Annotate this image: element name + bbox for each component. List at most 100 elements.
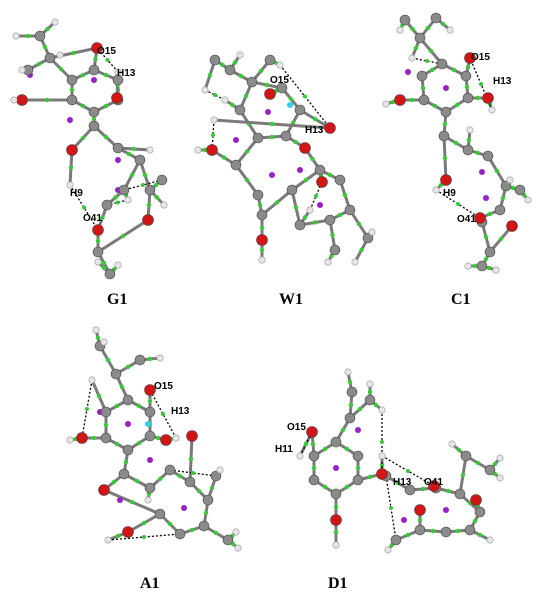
bond-critical-point: [451, 67, 457, 73]
bond-critical-point: [142, 172, 148, 178]
carbon-atom: [460, 70, 472, 82]
carbon-atom: [362, 232, 374, 244]
carbon-atom: [230, 159, 242, 171]
bond-critical-point: [440, 21, 446, 27]
bond-critical-point: [257, 202, 263, 208]
hydrogen-atom: [100, 338, 108, 346]
bond-critical-point: [456, 202, 460, 206]
carbon-atom: [134, 354, 146, 366]
carbon-atom: [294, 219, 306, 231]
bond-critical-point: [259, 247, 265, 253]
bond-critical-point: [367, 389, 373, 395]
bond-critical-point: [114, 441, 120, 447]
bond-critical-point: [303, 177, 309, 183]
bond-critical-point: [472, 518, 478, 524]
bond-critical-point: [429, 67, 435, 73]
carbon-atom: [364, 394, 376, 406]
carbon-atom: [252, 132, 264, 144]
hydrogen-atom: [332, 541, 340, 549]
ring-critical-point: [91, 77, 97, 83]
bond-critical-point: [330, 232, 335, 238]
hydrogen-atom: [12, 32, 20, 40]
atom-label-h11-d1: H11: [275, 444, 293, 455]
carbon-atom: [352, 474, 364, 486]
ring-critical-point: [355, 427, 361, 433]
oxygen-atom: [92, 224, 104, 236]
bond-critical-point: [69, 87, 75, 93]
ring-critical-point: [405, 69, 411, 75]
carbon-atom: [256, 209, 268, 221]
carbon-atom: [184, 476, 196, 488]
bond-critical-point: [167, 521, 173, 527]
molecule-d1: [296, 368, 504, 554]
bond-critical-point: [428, 48, 434, 54]
carbon-atom: [334, 174, 346, 186]
ring-critical-point: [265, 109, 271, 115]
carbon-atom: [346, 386, 358, 398]
bond-critical-point: [91, 116, 97, 122]
hydrogen-atom: [296, 452, 304, 460]
bond-critical-point: [322, 484, 328, 490]
hydrogen-atom: [232, 528, 240, 536]
ring-critical-point: [483, 195, 489, 201]
carbon-atom: [344, 204, 356, 216]
bond-critical-point: [95, 335, 101, 341]
bond-critical-point: [101, 265, 107, 271]
bond-critical-point: [196, 488, 202, 494]
bond-critical-point: [93, 56, 98, 62]
hydrogen-atom: [234, 544, 242, 552]
carbon-atom: [66, 74, 78, 86]
bond-critical-point: [188, 456, 194, 462]
bond-critical-point: [221, 155, 227, 160]
bond-critical-point: [244, 149, 250, 154]
oxygen-atom: [160, 434, 172, 446]
bond-critical-point: [95, 238, 101, 244]
hydrogen-atom: [124, 196, 132, 204]
carbon-atom: [280, 130, 292, 142]
ring-critical-point: [233, 137, 239, 143]
hydrogen-atom: [10, 96, 18, 104]
hydrogen-atom: [92, 326, 100, 334]
oxygen-atom: [91, 42, 103, 54]
bond-critical-point: [498, 236, 504, 242]
panel-title-a1: A1: [140, 575, 160, 592]
hydrogen-atom: [258, 256, 266, 264]
carbon-atom: [198, 520, 210, 532]
bond-critical-point: [114, 403, 120, 409]
bond-critical-point: [157, 476, 163, 482]
bond-critical-point: [258, 68, 264, 74]
atom-label-h13-c1: H13: [493, 76, 512, 87]
bond-critical-point: [71, 50, 76, 56]
hydrogen-atom: [306, 206, 314, 214]
hydrogen-bond-path: [149, 389, 177, 439]
atom-label-h13-w1: H13: [305, 125, 324, 136]
bond-critical-point: [141, 520, 147, 526]
hydrogen-atom: [344, 368, 352, 376]
bond-critical-point: [274, 200, 280, 205]
bond-critical-point: [442, 121, 448, 127]
oxygen-atom: [330, 514, 342, 526]
oxygen-atom: [474, 212, 486, 224]
oxygen-atom: [299, 142, 311, 154]
bond-critical-point: [303, 94, 307, 99]
carbon-atom: [308, 474, 320, 486]
carbon-atom: [344, 412, 356, 424]
bond-critical-point: [425, 25, 431, 31]
bond-critical-point: [389, 506, 393, 510]
carbon-atom: [44, 52, 56, 64]
oxygen-atom: [16, 94, 28, 106]
bond-critical-point: [264, 82, 270, 88]
bond-critical-point: [312, 220, 318, 225]
bond-critical-point: [355, 465, 361, 471]
hydrogen-atom: [324, 258, 332, 266]
atom-label-o41-g1: O41: [83, 213, 102, 224]
bond-critical-point: [333, 530, 339, 535]
hydrogen-atom: [88, 376, 96, 384]
bond-critical-point: [465, 64, 471, 70]
bond-critical-point: [477, 532, 483, 538]
carbon-atom: [352, 450, 364, 462]
molecule-c1: [382, 12, 532, 274]
bond-critical-point: [395, 480, 401, 486]
bond-critical-point: [123, 459, 129, 465]
